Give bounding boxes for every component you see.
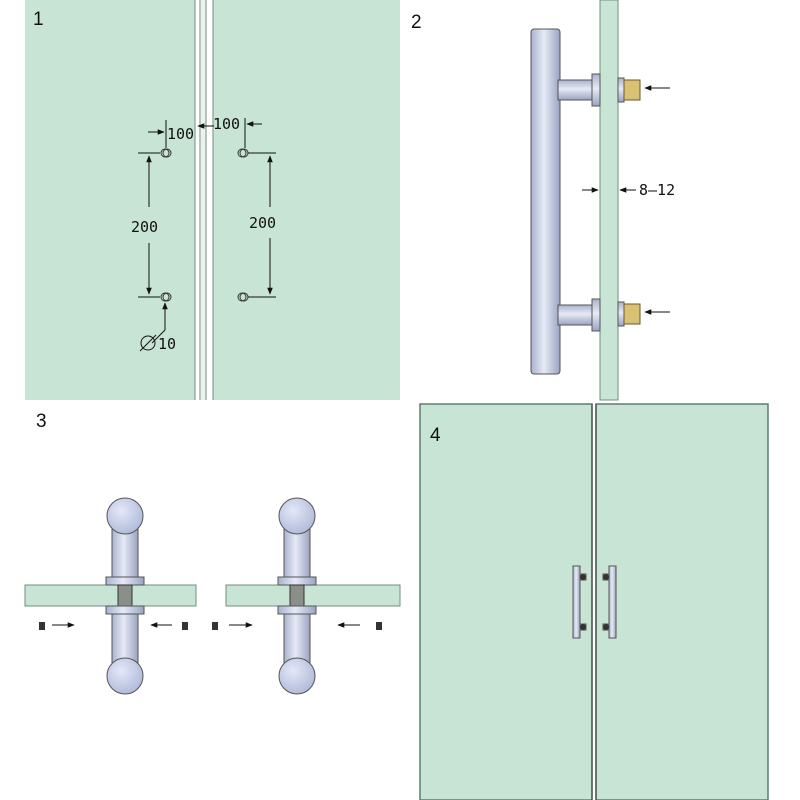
bolt-arrow <box>644 85 670 315</box>
drill-hole <box>160 148 172 158</box>
dimension-label-right-spacing: 200 <box>249 214 276 232</box>
step-number: 3 <box>36 411 47 432</box>
glass-panel-right <box>225 584 401 607</box>
glass-gap <box>201 0 206 400</box>
dimension-hole-diameter <box>139 302 168 352</box>
dimension-label-left-offset: 100 <box>167 125 194 143</box>
door-handle-left <box>572 565 587 639</box>
handle-assembly-left <box>105 497 145 695</box>
panel-1-drilling-layout: 1 100 100 200 <box>25 0 400 400</box>
glass-panel-left <box>24 584 197 607</box>
screw-icon <box>39 622 382 630</box>
panel-3-top-view: 3 <box>24 411 401 695</box>
handle-assembly-right <box>277 497 317 695</box>
dimension-label-right-offset: 100 <box>213 115 240 133</box>
dimension-label-left-spacing: 200 <box>131 218 158 236</box>
handle-standoff-top <box>557 73 641 107</box>
step-number: 1 <box>33 9 44 30</box>
step-number: 2 <box>411 12 422 33</box>
step-number: 4 <box>430 425 441 446</box>
handle-bar <box>530 28 561 375</box>
glass-door-left <box>419 403 593 800</box>
dimension-label-hole-diameter: 10 <box>158 335 176 353</box>
drill-hole <box>160 292 172 302</box>
dimension-right-spacing <box>248 152 276 298</box>
glass-panel-edge <box>599 0 619 401</box>
dimension-label-glass-thickness: 8–12 <box>639 181 675 199</box>
panel-4-installed-doors: 4 <box>419 403 769 800</box>
door-handle-right <box>602 565 617 639</box>
glass-door-right <box>595 403 769 800</box>
panel-2-side-view: 2 8–12 <box>411 0 675 401</box>
glass-panel-right <box>213 0 400 400</box>
handle-standoff-bottom <box>557 298 641 332</box>
dimension-left-offset <box>148 120 214 148</box>
dimension-right-offset <box>244 118 262 148</box>
glass-panel-left <box>25 0 195 400</box>
dimension-left-spacing <box>138 152 160 298</box>
